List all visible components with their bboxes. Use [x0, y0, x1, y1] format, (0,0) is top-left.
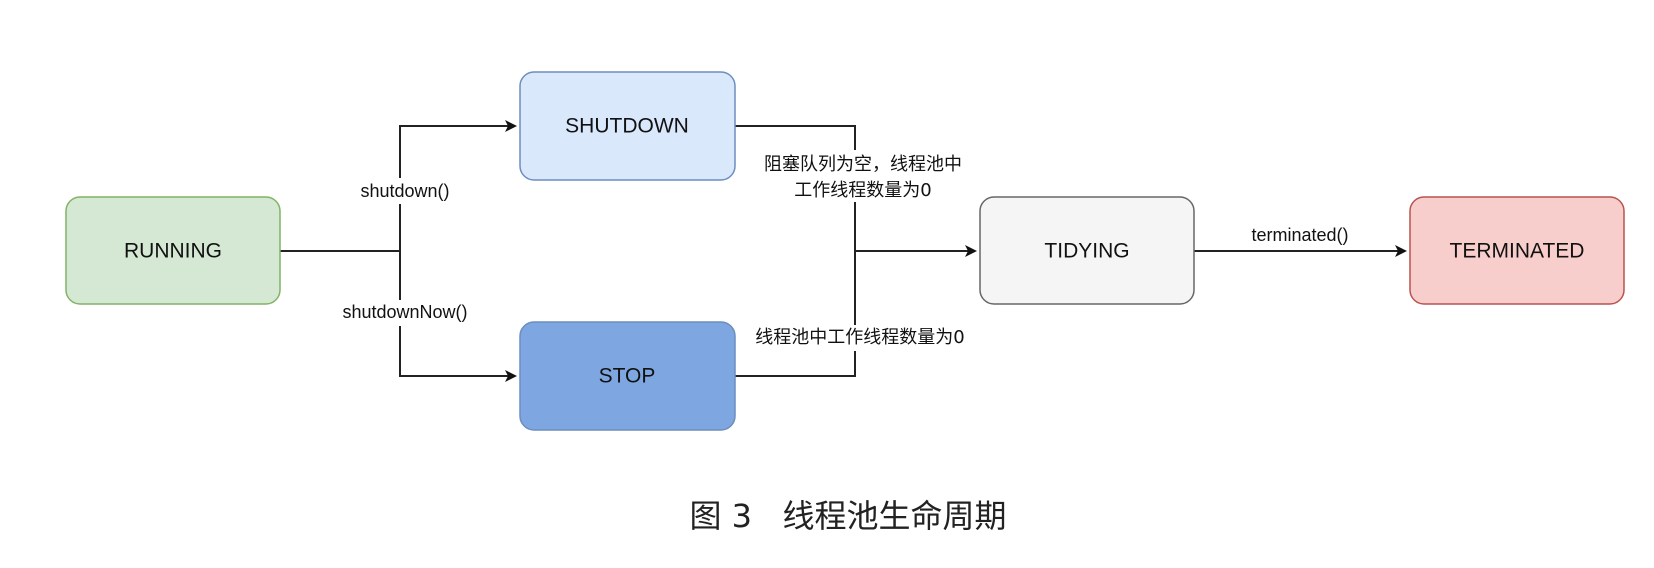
edge-label-terminated: terminated() [1251, 225, 1348, 245]
node-running-box [65, 196, 281, 305]
edge-label-stop-to-tidying: 线程池中工作线程数量为0 [755, 327, 964, 348]
node-shutdown-box [519, 71, 736, 181]
edge-stop-to-junction [735, 251, 856, 377]
node-terminated-box [1409, 196, 1625, 305]
node-tidying-label: TIDYING [1044, 240, 1129, 263]
label-bg-shutdown-to-tidying [742, 150, 982, 202]
node-stop-box [519, 321, 736, 431]
node-stop-label: STOP [599, 365, 656, 388]
node-shutdown-label: SHUTDOWN [565, 115, 689, 138]
node-terminated: TERMINATED [1409, 196, 1625, 305]
edge-running-to-stop [399, 251, 517, 382]
edge-label-shutdown: shutdown() [360, 181, 449, 201]
edge-labels: shutdown() shutdownNow() 阻塞队列为空，线程池中 工作线… [325, 150, 1349, 351]
node-tidying-box [979, 196, 1195, 305]
label-bg-stop-to-tidying [736, 325, 986, 351]
label-bg-shutdown-call [350, 178, 460, 204]
node-running-label: RUNNING [124, 240, 222, 263]
figure-caption: 图 3 线程池生命周期 [689, 497, 1006, 535]
edge-label-shutdown-now: shutdownNow() [342, 302, 467, 322]
node-stop: STOP [519, 321, 736, 431]
node-terminated-label: TERMINATED [1450, 240, 1585, 263]
edge-label-shutdown-to-tidying-line2: 工作线程数量为0 [794, 180, 931, 201]
label-bg-shutdown-now-call [325, 300, 485, 326]
node-shutdown: SHUTDOWN [519, 71, 736, 181]
edge-running-to-shutdown [399, 120, 517, 251]
edge-label-shutdown-to-tidying-line1: 阻塞队列为空，线程池中 [764, 154, 962, 175]
edge-shutdown-to-junction [735, 125, 856, 251]
node-running: RUNNING [65, 196, 281, 305]
node-tidying: TIDYING [979, 196, 1195, 305]
edges [280, 120, 1407, 382]
